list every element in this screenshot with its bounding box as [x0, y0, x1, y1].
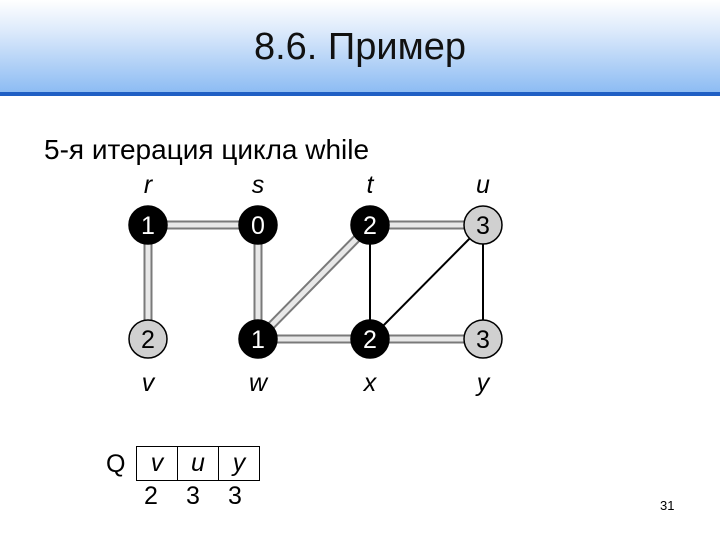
- vertex-distance: 3: [476, 212, 490, 240]
- queue-cell: u: [178, 447, 219, 480]
- vertex-circle: [128, 319, 168, 359]
- vertex-label: y: [475, 369, 491, 397]
- edge-w-t: [254, 221, 374, 343]
- vertex-circle: [463, 319, 503, 359]
- header-band: [0, 0, 720, 92]
- vertex-circle: [350, 319, 390, 359]
- slide-title: 8.6. Пример: [253, 26, 466, 68]
- vertex-circle: [238, 205, 278, 245]
- vertex-s: 0s: [238, 171, 278, 245]
- vertex-distance: 2: [363, 326, 377, 354]
- vertex-t: 2t: [350, 171, 390, 245]
- queue-distance: 3: [186, 482, 200, 510]
- queue-cell: y: [232, 449, 246, 477]
- vertex-label: t: [367, 171, 375, 199]
- vertex-distance: 3: [476, 326, 490, 354]
- edge-x-u: [369, 224, 484, 340]
- vertex-y: 3y: [463, 319, 503, 397]
- vertex-label: u: [476, 171, 490, 199]
- queue-distance: 3: [228, 482, 242, 510]
- vertex-circle: [128, 205, 168, 245]
- vertex-x: 2x: [350, 319, 390, 397]
- vertex-circle: [350, 205, 390, 245]
- vertex-circle: [238, 319, 278, 359]
- vertex-r: 1r: [128, 171, 168, 245]
- vertex-distance: 1: [141, 212, 155, 240]
- vertex-label: w: [249, 369, 269, 397]
- vertex-w: 1w: [238, 319, 278, 397]
- queue-cells: v u y: [136, 446, 260, 481]
- header-divider: [0, 92, 720, 96]
- vertex-v: 2v: [128, 319, 168, 397]
- vertex-label: s: [252, 171, 265, 199]
- vertex-distance: 0: [251, 212, 265, 240]
- queue-distances: 2 3 3: [130, 482, 256, 511]
- vertex-label: r: [144, 171, 154, 199]
- queue-cell: v: [137, 447, 178, 480]
- vertex-distance: 1: [251, 326, 265, 354]
- page-number: 31: [660, 498, 675, 513]
- vertex-circle: [463, 205, 503, 245]
- vertex-u: 3u: [463, 171, 503, 245]
- queue-distance: 2: [144, 482, 158, 510]
- graph-edges: [143, 220, 484, 344]
- vertex-label: v: [142, 369, 156, 397]
- vertex-label: x: [363, 369, 378, 397]
- vertex-distance: 2: [141, 326, 155, 354]
- iteration-subtitle: 5-я итерация цикла while: [44, 134, 370, 165]
- vertex-distance: 2: [363, 212, 377, 240]
- queue-label: Q: [106, 450, 126, 478]
